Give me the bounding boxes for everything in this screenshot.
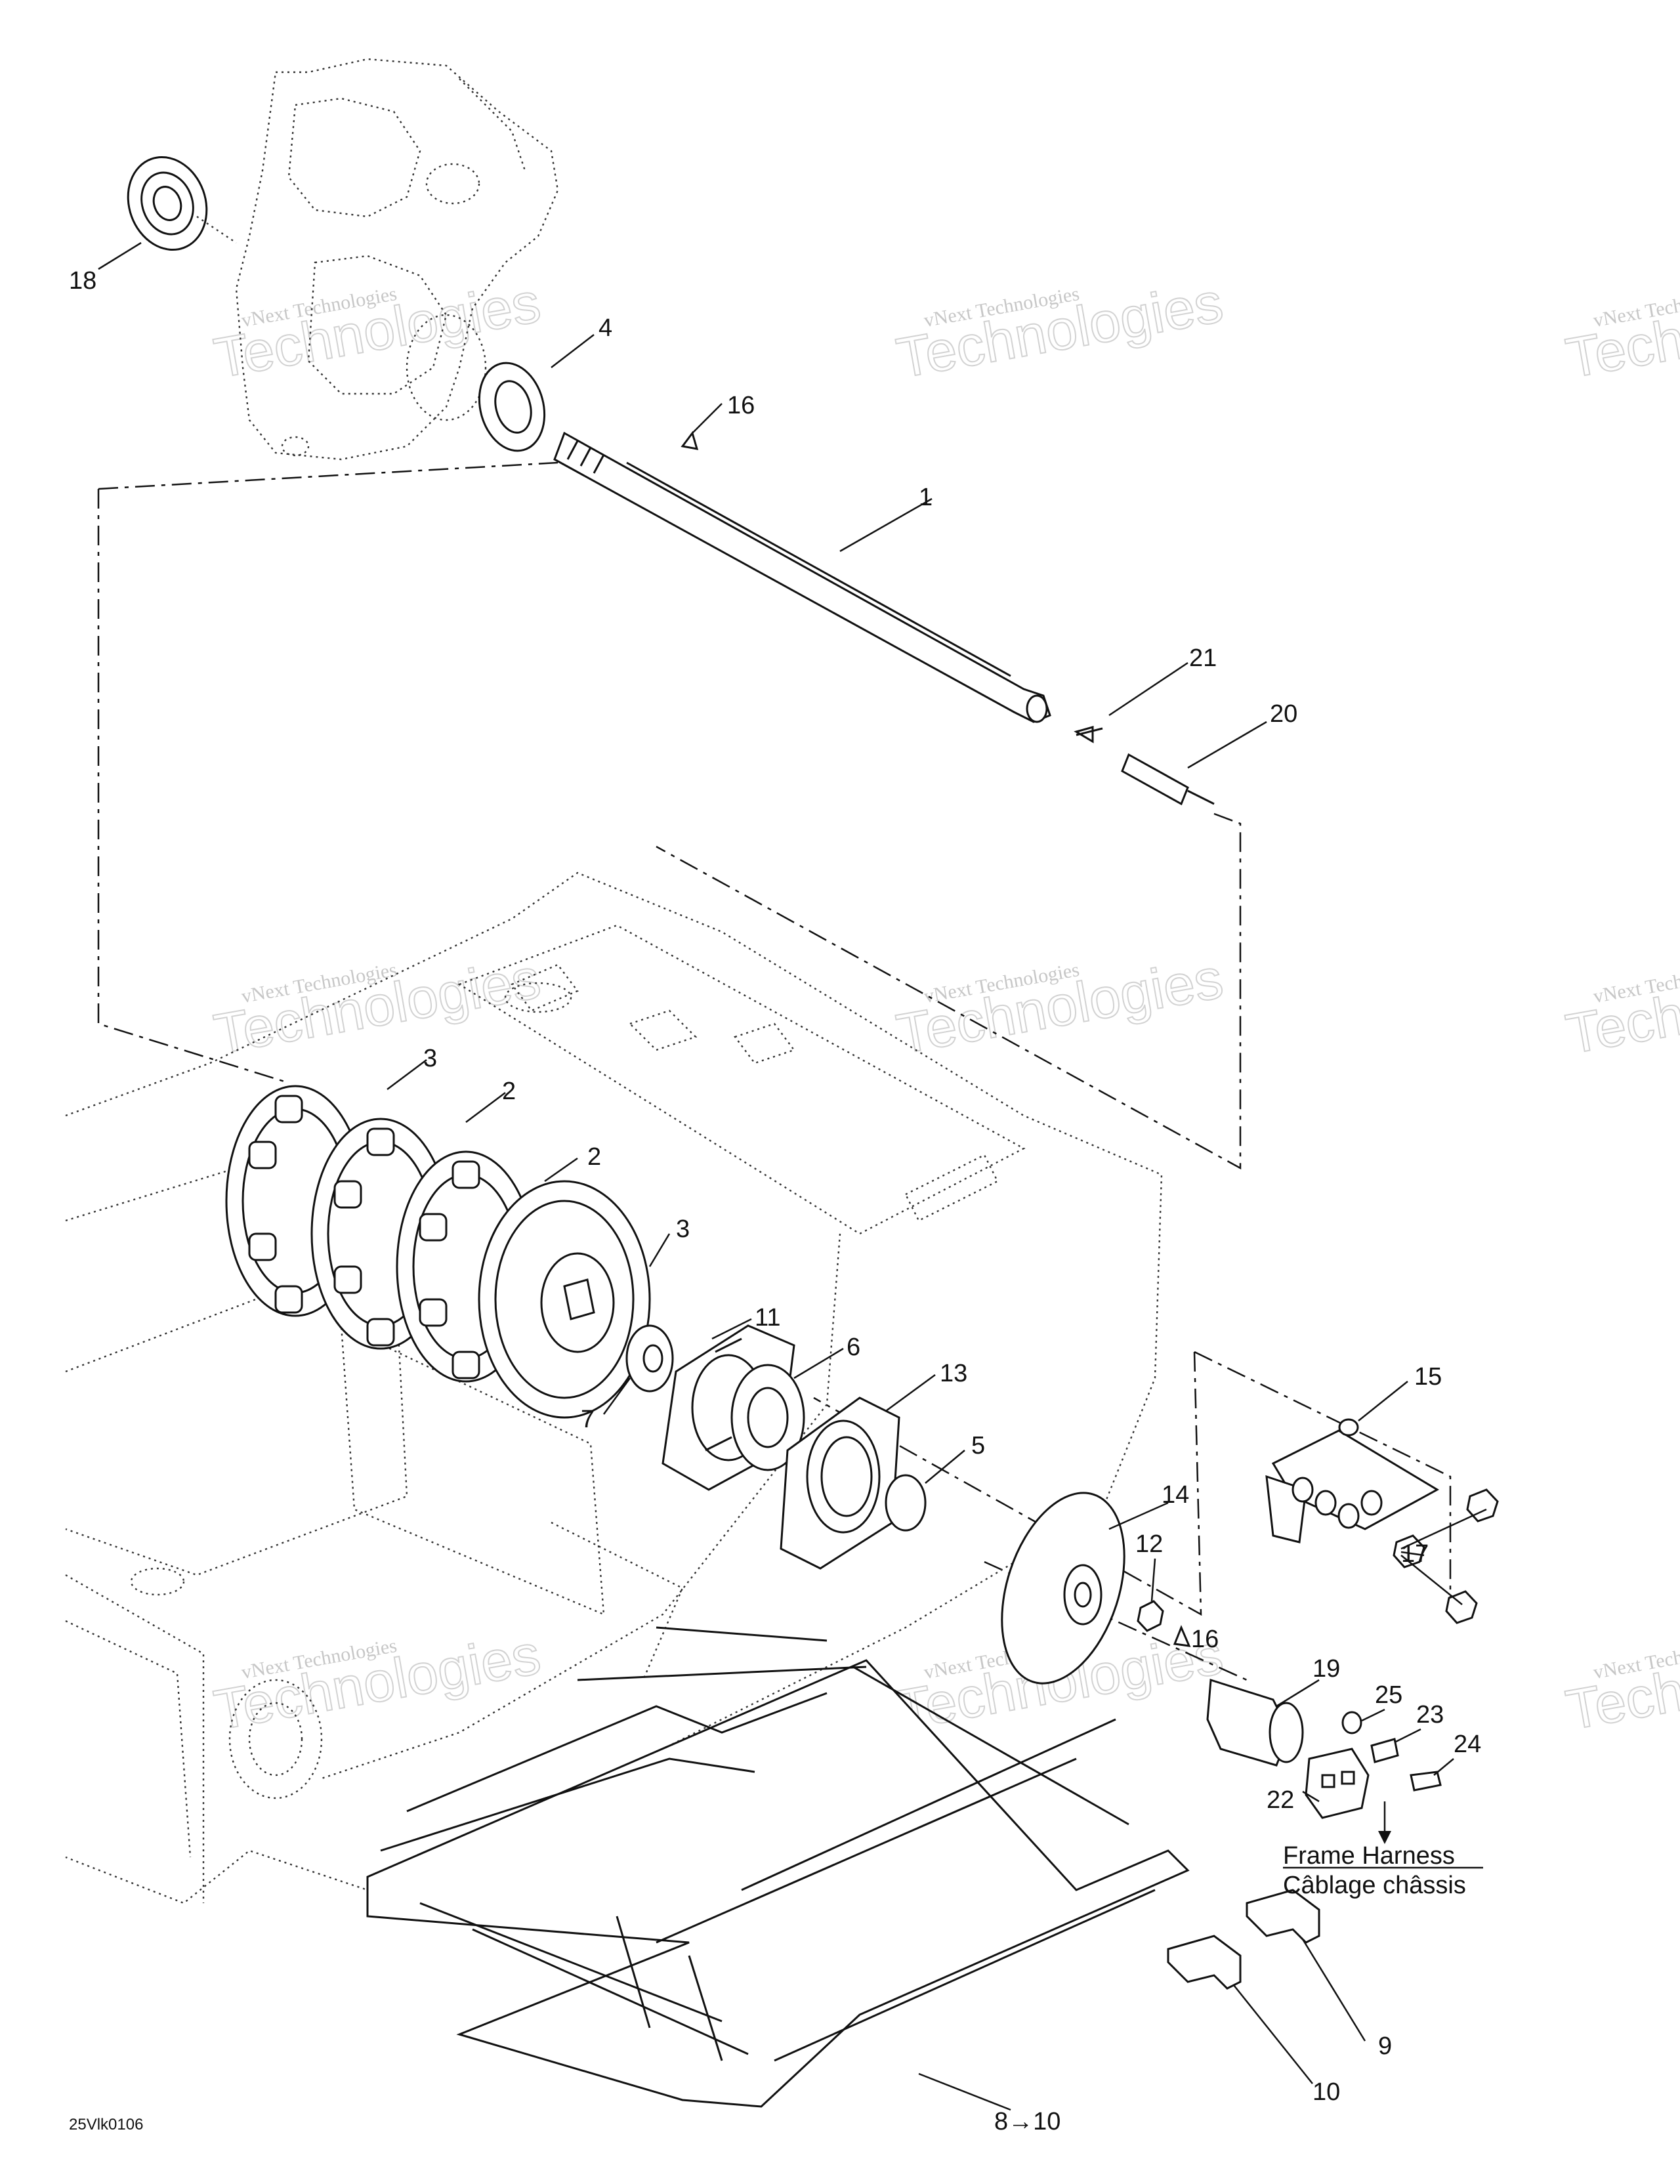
spacer-7	[625, 1324, 674, 1393]
callout-2-b: 2	[587, 1143, 601, 1171]
leader-lines	[98, 242, 1487, 2111]
frame-harness-en: Frame Harness	[1283, 1842, 1455, 1870]
clip-9	[1246, 1889, 1320, 1944]
nut-12	[1137, 1600, 1164, 1632]
callout-8-to-10: 8→10	[994, 2108, 1060, 2135]
callout-16: 16	[727, 392, 755, 419]
callout-12: 12	[1135, 1530, 1163, 1558]
track-8-10	[366, 1626, 1190, 2108]
seal-25	[1341, 1711, 1362, 1734]
sensor-disc-14	[1001, 1492, 1125, 1685]
harness-arrow	[1378, 1801, 1391, 1844]
callout-13: 13	[940, 1360, 967, 1387]
callout-3-right: 3	[676, 1215, 690, 1243]
callout-16-lower: 16	[1191, 1626, 1219, 1653]
callout-4: 4	[598, 314, 612, 342]
callout-7: 7	[581, 1406, 595, 1433]
frame-harness-label: Frame Harness Câblage châssis	[1283, 1842, 1483, 1899]
watermark-group: Technologies vNext Technologies Technolo…	[209, 270, 1680, 1743]
callout-labels: 18 4 16 1 21 20 3 2 2 3 11 6 13 7 5 15 1…	[69, 267, 1481, 2135]
callout-15: 15	[1414, 1363, 1442, 1391]
watermark-big: Technologies	[1561, 947, 1680, 1066]
callout-20: 20	[1270, 700, 1297, 728]
frame-tunnel	[65, 872, 1163, 1904]
callout-19: 19	[1312, 1655, 1340, 1683]
drive-axle-1	[553, 431, 1051, 723]
bracket-15	[1265, 1418, 1440, 1544]
pin-20	[1121, 753, 1215, 806]
diagram-code: 25Vlk0106	[69, 2116, 143, 2133]
sprocket-3-right	[478, 1180, 651, 1419]
clip-10	[1167, 1935, 1242, 1990]
callout-2-a: 2	[502, 1078, 516, 1105]
callout-5: 5	[971, 1432, 985, 1460]
callout-10: 10	[1312, 2078, 1340, 2106]
callout-23: 23	[1416, 1701, 1444, 1729]
terminal-24	[1410, 1771, 1442, 1792]
callout-17: 17	[1401, 1540, 1429, 1568]
circlip-5	[885, 1474, 927, 1532]
bearing-flange-13	[780, 1396, 900, 1570]
callout-3-left: 3	[423, 1045, 437, 1072]
chaincase-housing	[235, 58, 559, 461]
callout-11: 11	[755, 1304, 780, 1332]
callout-25: 25	[1375, 1681, 1402, 1709]
callout-18: 18	[69, 267, 96, 295]
bearing-6	[730, 1364, 805, 1471]
callout-9: 9	[1378, 2032, 1392, 2060]
assembly-guide-lines	[97, 461, 1452, 1681]
callout-1: 1	[919, 484, 933, 511]
cotter-21	[1074, 726, 1103, 744]
callout-14: 14	[1162, 1481, 1189, 1509]
speed-sensor-19	[1206, 1679, 1304, 1767]
key-16-bottom	[1173, 1625, 1191, 1647]
callout-22: 22	[1267, 1786, 1294, 1814]
terminal-23	[1370, 1738, 1399, 1763]
callout-24: 24	[1454, 1731, 1481, 1758]
seal-4	[478, 362, 546, 452]
bearing-18	[127, 156, 208, 251]
callout-6: 6	[847, 1334, 860, 1361]
frame-harness-fr: Câblage châssis	[1283, 1872, 1466, 1899]
key-16-top	[681, 430, 699, 450]
callout-21: 21	[1189, 644, 1217, 672]
connector-22	[1305, 1748, 1370, 1819]
watermark-big: Technologies	[1561, 271, 1680, 390]
nuts-17	[1393, 1488, 1499, 1624]
watermark-big: Technologies	[1561, 1623, 1680, 1742]
